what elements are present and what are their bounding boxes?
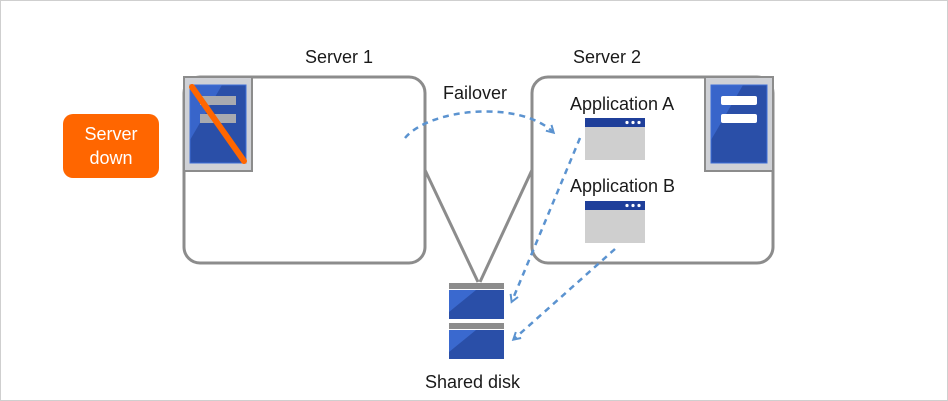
link-server2-disk: [478, 169, 534, 283]
failover-label: Failover: [443, 83, 508, 103]
server-icon: [704, 76, 774, 172]
application-a-window-icon: [585, 118, 645, 160]
shared-disk-icon: [449, 283, 504, 359]
server-down-line1: Server: [84, 124, 138, 144]
server-down-line2: down: [89, 148, 133, 168]
server-down-badge: Server down: [63, 114, 159, 178]
server-down-icon: [183, 76, 253, 172]
app-a-to-disk-arrow: [512, 137, 582, 301]
shared-disk-label: Shared disk: [425, 372, 521, 392]
application-b-label: Application B: [570, 176, 676, 196]
app-b-to-disk-arrow: [514, 248, 616, 339]
link-server1-disk: [423, 169, 480, 283]
application-b-window-icon: [585, 201, 645, 243]
failover-arrow: [404, 110, 553, 139]
server1-label: Server 1: [305, 47, 374, 67]
server2-label: Server 2: [573, 47, 642, 67]
application-a-label: Application A: [570, 94, 675, 114]
